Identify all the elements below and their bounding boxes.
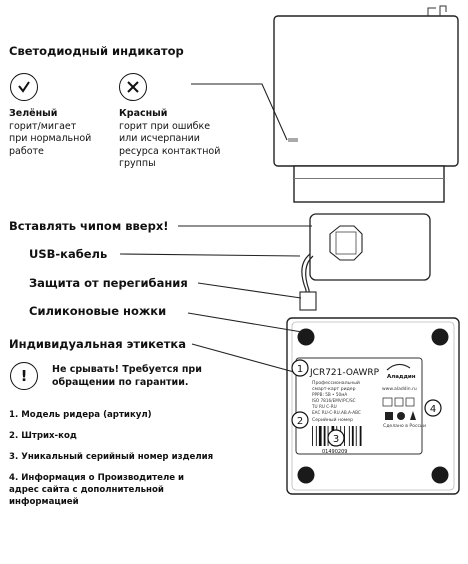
eac-mark [382, 397, 393, 407]
recycle-mark [405, 397, 415, 407]
barcode-bar [348, 426, 350, 446]
individual-label: JCR721-OAWRP Профессиональный смарт-карт… [295, 357, 426, 455]
barcode-bar [351, 426, 354, 446]
red-led-label: Красный [119, 108, 168, 119]
svg-text:Серийный номер: Серийный номер [312, 416, 353, 423]
barcode-number: 01490209 [322, 449, 347, 455]
led-leader-line [191, 83, 288, 141]
barcode-bar [315, 426, 317, 446]
list-item: информацией [9, 497, 79, 507]
svg-text:TU RU C-RU: TU RU C-RU [311, 404, 337, 409]
list-item: 2. Штрих-код [9, 431, 77, 441]
windows-icon [385, 412, 393, 420]
smart-card [309, 213, 431, 281]
silicone-feet-callout: Силиконовые ножки [29, 304, 167, 318]
model-text: JCR721-OAWRP [309, 368, 380, 378]
callout-number-2: 2 [297, 416, 303, 427]
barcode-bar [323, 426, 326, 446]
made-in-text: Сделано в России [383, 423, 426, 429]
barcode-bar [344, 426, 345, 446]
green-led-label: Зелёный [9, 108, 58, 119]
warning-text: Не срывать! Требуется при обращении по г… [52, 364, 202, 388]
svg-text:смарт-карт ридер: смарт-карт ридер [312, 387, 356, 392]
barcode-bar [355, 426, 357, 446]
svg-text:PPPB: 5В • 50мА: PPPB: 5В • 50мА [312, 392, 347, 397]
bend-protection-callout: Защита от перегибания [29, 276, 188, 290]
svg-text:ЕАС RU-C-RU.AB.A-ABC: ЕАС RU-C-RU.AB.A-ABC [312, 410, 361, 415]
callout-number-3: 3 [333, 434, 339, 445]
barcode-bar [359, 426, 362, 446]
red-led-description: Красный горит при ошибке или исчерпании … [119, 108, 221, 169]
list-item: 1. Модель ридера (артикул) [9, 410, 152, 420]
feet-leader-line [187, 312, 303, 333]
apple-icon [397, 412, 405, 420]
callout-number-4: 4 [430, 404, 436, 415]
brand-text: Аладдин [387, 374, 416, 380]
barcode-bar [318, 426, 322, 446]
cross-icon [119, 73, 147, 101]
list-item: 3. Уникальный серийный номер изделия [9, 452, 214, 462]
chip-up-callout: Вставлять чипом вверх! [9, 219, 169, 233]
svg-text:ISO 7816/EMV/PC/SC: ISO 7816/EMV/PC/SC [312, 398, 356, 403]
exclamation-icon: ! [10, 362, 38, 390]
list-item: 4. Информация о Производителе и [9, 473, 185, 483]
list-item: адрес сайта с дополнительной [9, 485, 164, 495]
svg-text:Профессиональный: Профессиональный [312, 379, 360, 386]
led-section-title: Светодиодный индикатор [9, 44, 184, 58]
green-led-description: Зелёный горит/мигает при нормальной рабо… [9, 108, 92, 157]
label-items-list: 1. Модель ридера (артикул) 2. Штрих-код … [9, 409, 264, 508]
cert-mark [394, 397, 404, 407]
usb-cable-callout: USB-кабель [29, 247, 108, 261]
bend-leader-line [197, 282, 302, 299]
site-text: www.aladdin.ru [382, 386, 417, 392]
label-leader-line [191, 343, 295, 373]
barcode-bar [312, 426, 313, 446]
usb-leader-line [119, 253, 301, 257]
aladdin-logo [386, 363, 411, 371]
individual-label-title: Индивидуальная этикетка [9, 337, 186, 351]
callout-number-1: 1 [297, 364, 303, 375]
reader-front-view [273, 5, 459, 203]
checkmark-icon [10, 73, 38, 101]
linux-icon [410, 411, 416, 420]
